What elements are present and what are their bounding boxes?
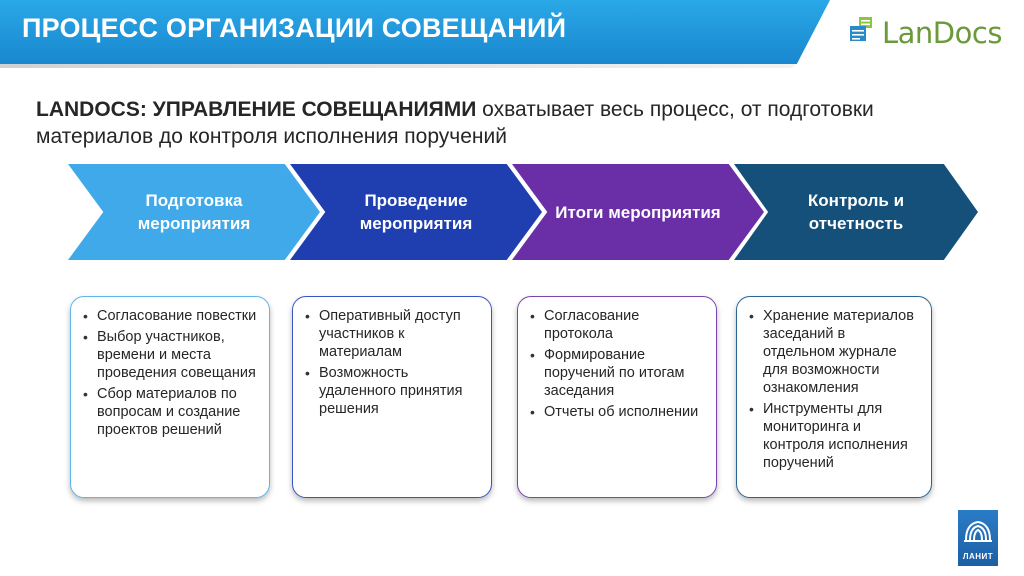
landocs-logo: LanDocs [848,15,1008,50]
list-item: Согласование повестки [83,307,259,325]
list-item: Инструменты для мониторинга и контроля и… [749,400,921,472]
stage-list-conduct: Оперативный доступ участников к материал… [305,307,481,418]
stage-list-results: Согласование протокола Формирование пору… [530,307,706,421]
intro-rest: охватывает весь процесс, от подготовки м… [36,98,874,148]
intro-strong: LANDOCS: УПРАВЛЕНИЕ СОВЕЩАНИЯМИ [36,98,477,121]
stage-label-control: Контроль и отчетность [807,191,905,233]
stage-card-preparation: Согласование повестки Выбор участников, … [70,296,270,498]
stage-list-preparation: Согласование повестки Выбор участников, … [83,307,259,439]
lanit-logo-icon [964,520,992,542]
stage-chevron-conduct: Проведение мероприятия [290,164,542,260]
stage-card-conduct: Оперативный доступ участников к материал… [292,296,492,498]
stage-card-control: Хранение материалов заседаний в отдельно… [736,296,932,498]
stage-label-preparation: Подготовка мероприятия [137,191,251,233]
stage-chevron-control: Контроль и отчетность [734,164,978,260]
page-title: ПРОЦЕСС ОРГАНИЗАЦИИ СОВЕЩАНИЙ [22,13,567,43]
landocs-logo-icon [850,17,872,41]
stage-label-conduct: Проведение мероприятия [359,191,473,233]
list-item: Хранение материалов заседаний в отдельно… [749,307,921,397]
list-item: Формирование поручений по итогам заседан… [530,346,706,400]
intro-text: LANDOCS: УПРАВЛЕНИЕ СОВЕЩАНИЯМИ охватыва… [36,96,956,150]
lanit-logo: ЛАНИТ [958,510,998,566]
list-item: Оперативный доступ участников к материал… [305,307,481,361]
stage-card-results: Согласование протокола Формирование пору… [517,296,717,498]
title-banner-shadow [0,60,800,68]
list-item: Сбор материалов по вопросам и создание п… [83,385,259,439]
stage-label-results: Итоги мероприятия [555,202,721,222]
stage-chevron-results: Итоги мероприятия [512,164,764,260]
stage-chevron-preparation: Подготовка мероприятия [68,164,320,260]
list-item: Возможность удаленного принятия решения [305,364,481,418]
title-banner [0,0,830,64]
stage-list-control: Хранение материалов заседаний в отдельно… [749,307,921,472]
lanit-logo-text: ЛАНИТ [962,552,994,561]
landocs-logo-text: LanDocs [882,16,1002,50]
list-item: Согласование протокола [530,307,706,343]
list-item: Выбор участников, времени и места провед… [83,328,259,382]
list-item: Отчеты об исполнении [530,403,706,421]
